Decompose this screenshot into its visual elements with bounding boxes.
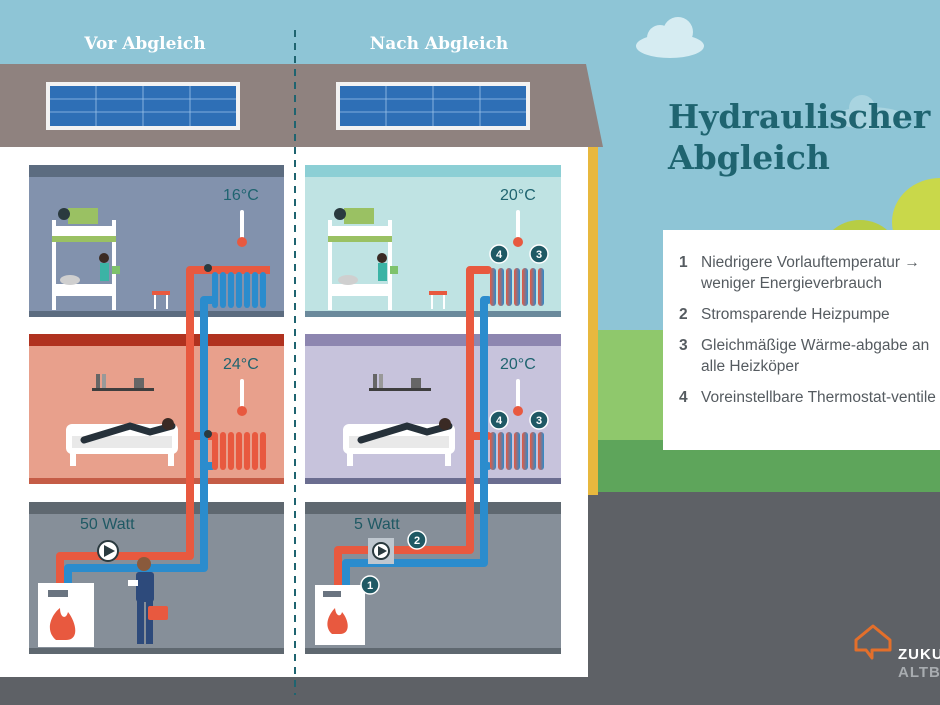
stool xyxy=(152,291,170,309)
pump-icon xyxy=(368,538,394,564)
temp-living-before: 24°C xyxy=(223,356,259,373)
temp-bedroom-after: 20°C xyxy=(500,187,536,204)
badge-1: 1 xyxy=(360,575,380,595)
radiator-hot xyxy=(204,430,266,470)
radiator-balanced xyxy=(490,432,544,470)
ceiling xyxy=(305,502,561,514)
pump-power-after: 5 Watt xyxy=(354,516,400,533)
header-after: Nach Abgleich xyxy=(369,34,509,54)
pump-icon xyxy=(97,540,119,562)
thermometer-icon xyxy=(513,379,523,416)
boiler-icon xyxy=(38,583,94,647)
house-logo-icon xyxy=(854,624,892,660)
pump-power-before: 50 Watt xyxy=(80,516,135,533)
ceiling xyxy=(29,334,284,346)
ceiling xyxy=(305,334,561,346)
page-title: Hydraulischer Abgleich xyxy=(668,96,930,178)
grass xyxy=(590,440,940,500)
badge-3: 3 xyxy=(529,410,549,430)
badge-4: 4 xyxy=(489,410,509,430)
solar-panel-icon xyxy=(46,82,240,130)
cloud-icon xyxy=(834,95,906,129)
technician xyxy=(128,557,168,644)
badge-2: 2 xyxy=(407,530,427,550)
stool xyxy=(429,291,447,309)
sofa xyxy=(66,374,178,466)
radiator-balanced xyxy=(490,268,544,306)
badge-3: 3 xyxy=(529,244,549,264)
logo-text: ZUKU ALTB xyxy=(898,646,940,681)
svg-text:1: 1 xyxy=(367,580,373,592)
sofa xyxy=(343,374,455,466)
temp-bedroom-before: 16°C xyxy=(223,187,259,204)
title-line-1: Hydraulischer xyxy=(668,97,931,136)
house-side xyxy=(588,147,598,495)
boiler-icon xyxy=(315,585,365,645)
bunk-bed xyxy=(328,208,398,310)
svg-text:3: 3 xyxy=(536,249,542,261)
legend-box: 1 Niedrigere Vorlauftemperatur → weniger… xyxy=(663,230,940,450)
badge-4: 4 xyxy=(489,244,509,264)
radiator-cold xyxy=(204,264,270,308)
cloud-icon xyxy=(636,17,704,58)
pipes-after xyxy=(334,266,492,594)
header-before: Vor Abgleich xyxy=(84,34,206,54)
temp-living-after: 20°C xyxy=(500,356,536,373)
ceiling xyxy=(305,165,561,177)
svg-text:4: 4 xyxy=(496,249,503,261)
thermometer-icon xyxy=(513,210,523,247)
thermometer-icon xyxy=(237,379,247,416)
ceiling xyxy=(29,502,284,514)
title-line-2: Abgleich xyxy=(668,138,830,177)
solar-panel-icon xyxy=(336,82,530,130)
svg-text:3: 3 xyxy=(536,415,542,427)
svg-text:4: 4 xyxy=(496,415,503,427)
ceiling xyxy=(29,165,284,177)
thermometer-icon xyxy=(237,210,247,247)
svg-text:2: 2 xyxy=(414,535,420,547)
bunk-bed xyxy=(52,208,120,310)
